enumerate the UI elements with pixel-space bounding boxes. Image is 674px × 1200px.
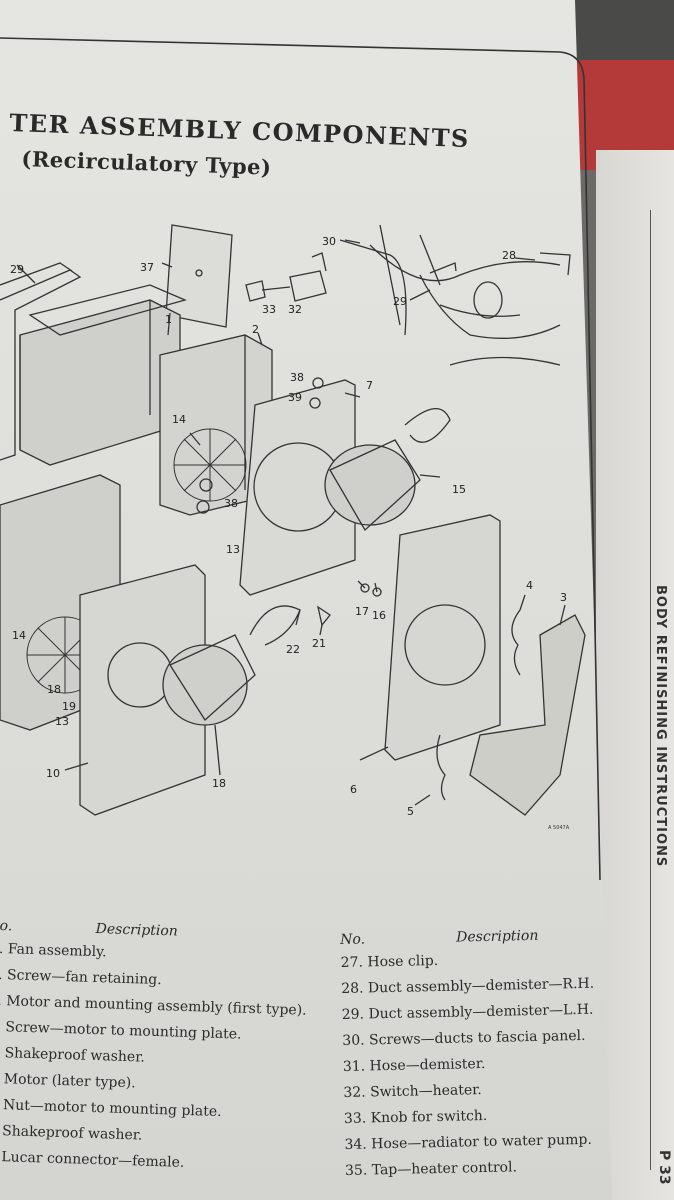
callout-2: 2 <box>252 323 259 336</box>
header-no: No. <box>340 931 366 948</box>
callout-8: 29 <box>10 263 24 276</box>
callout-20: 19 <box>62 700 76 713</box>
callout-6: 6 <box>350 783 357 796</box>
callout-33: 33 <box>262 303 276 316</box>
list-item: 34. Hose—radiator to water pump. <box>344 1131 593 1153</box>
callout-39: 39 <box>288 391 302 404</box>
exploded-diagram: 29 37 1 2 33 32 30 28 29 38 39 7 14 15 3… <box>0 224 586 831</box>
callout-22: 22 <box>286 643 300 656</box>
parts-list-left: o. Description . Fan assembly. . Screw—f… <box>0 916 320 1180</box>
callout-21: 21 <box>312 637 326 650</box>
callout-10: 10 <box>46 767 60 780</box>
header-no: o. <box>0 917 13 935</box>
callout-1: 1 <box>165 313 172 326</box>
callout-18: 18 <box>212 777 226 790</box>
callout-17: 17 <box>355 605 369 618</box>
callout-5: 5 <box>407 805 414 818</box>
callout-29: 29 <box>393 295 407 308</box>
drawing-code: A 5047A <box>548 825 570 831</box>
callout-37: 37 <box>140 261 154 274</box>
callout-13-upper: 13 <box>226 543 240 556</box>
callout-28: 28 <box>502 249 516 262</box>
callout-14-upper: 14 <box>172 413 186 426</box>
header-description: Description <box>95 921 179 940</box>
callout-14-lower: 14 <box>12 629 26 642</box>
parts-list-right: No. Description 27. Hose clip. 28. Duct … <box>340 924 610 1183</box>
header-description: Description <box>456 927 539 946</box>
adjacent-page-number: P 33 <box>656 1150 672 1185</box>
callout-19: 18 <box>47 683 61 696</box>
callout-7: 7 <box>366 379 373 392</box>
callout-38-lower: 38 <box>224 497 238 510</box>
callout-38: 38 <box>290 371 304 384</box>
callout-13-lower: 13 <box>55 715 69 728</box>
callout-30: 30 <box>322 235 336 248</box>
adjacent-page-rule <box>650 210 651 1170</box>
callout-15: 15 <box>452 483 466 496</box>
callout-3: 3 <box>560 591 567 604</box>
callout-32: 32 <box>288 303 302 316</box>
list-item: 30. Screws—ducts to fascia panel. <box>342 1027 586 1049</box>
adjacent-page <box>596 150 674 1200</box>
adjacent-page-side-text: BODY REFINISHING INSTRUCTIONS <box>653 585 668 868</box>
list-item: 35. Tap—heater control. <box>344 1159 518 1179</box>
callout-16: 16 <box>372 609 386 622</box>
callout-4: 4 <box>526 579 533 592</box>
